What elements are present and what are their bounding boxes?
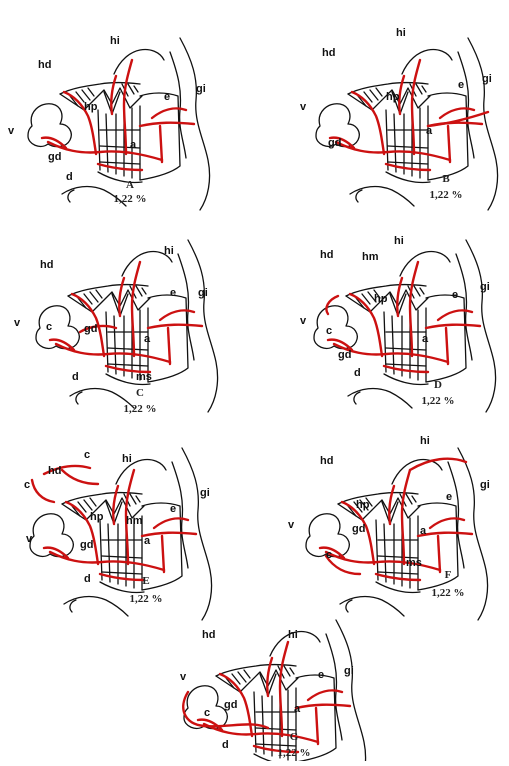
label-hd: hd	[48, 465, 61, 477]
label-d: d	[354, 367, 361, 379]
label-a: a	[420, 525, 427, 537]
label-gd: gd	[80, 539, 93, 551]
label-gi: gi	[198, 287, 208, 299]
label-hp: hp	[356, 499, 370, 511]
label-c: c	[46, 321, 52, 333]
label-e: e	[170, 287, 176, 299]
label-v: v	[26, 533, 33, 545]
label-e: e	[164, 91, 170, 103]
label-c: c	[84, 449, 90, 461]
panel-e: c hd hi c gi v hp hm gd d e a E 1,22 %	[24, 448, 212, 620]
panel-letter: A	[126, 179, 134, 191]
label-gi: gi	[480, 281, 490, 293]
panel-letter: F	[445, 569, 452, 581]
panel-g: hd hi gi v c gd d e a G 1,22 %	[180, 620, 366, 761]
label-gi: gi	[196, 83, 206, 95]
label-e: e	[170, 503, 176, 515]
label-gi: gi	[482, 73, 492, 85]
panel-percent: 1,22 %	[124, 403, 157, 415]
label-e: e	[452, 289, 458, 301]
label-hd: hd	[320, 455, 333, 467]
label-e: e	[446, 491, 452, 503]
label-e: e	[458, 79, 464, 91]
label-a: a	[426, 125, 433, 137]
panel-percent: 1,22 %	[432, 587, 465, 599]
label-hd: hd	[202, 629, 215, 641]
label-gd: gd	[328, 137, 341, 149]
label-ms: ms	[136, 371, 152, 383]
label-d: d	[72, 371, 79, 383]
label-gi: gi	[344, 665, 354, 677]
label-hp: hp	[386, 91, 400, 103]
label-gd: gd	[338, 349, 351, 361]
panel-f: hd hi gi v hp gd c e a ms F 1,22 %	[288, 435, 490, 620]
panel-percent: 1,22 %	[422, 395, 455, 407]
panel-letter: C	[136, 387, 144, 399]
panel-percent: 1,22 %	[430, 189, 463, 201]
label-a: a	[144, 535, 151, 547]
panel-c: hd hi gi v c gd d e a ms C 1,22 %	[14, 240, 218, 415]
label-v: v	[300, 101, 307, 113]
panel-b: hd hi gi v hp gd e a B 1,22 %	[300, 27, 498, 210]
label-gd: gd	[352, 523, 365, 535]
label-hd: hd	[320, 249, 333, 261]
label-gd: gd	[48, 151, 61, 163]
label-hp: hp	[374, 293, 388, 305]
label-gd: gd	[84, 323, 97, 335]
label-hi: hi	[394, 235, 404, 247]
label-a: a	[294, 703, 301, 715]
panel-d: hd hm hi gi v c hp gd d e a D 1,22 %	[300, 235, 496, 412]
label-hd: hd	[322, 47, 335, 59]
panel-letter: G	[290, 731, 299, 743]
label-hd: hd	[40, 259, 53, 271]
label-v: v	[180, 671, 187, 683]
label-c: c	[326, 325, 332, 337]
label-hp: hp	[90, 511, 104, 523]
label-e: e	[318, 669, 324, 681]
label-gd: gd	[224, 699, 237, 711]
panel-percent: 1,22 %	[278, 747, 311, 759]
label-hm: hm	[362, 251, 379, 263]
panel-a: hd hi gi v hp gd d e a A 1,22 %	[8, 35, 210, 210]
label-v: v	[300, 315, 307, 327]
label-hm: hm	[126, 515, 143, 527]
label-gi: gi	[480, 479, 490, 491]
panel-letter: B	[442, 173, 450, 185]
panel-letter: E	[142, 575, 149, 587]
label-hd: hd	[38, 59, 51, 71]
label-d: d	[66, 171, 73, 183]
label-v: v	[14, 317, 21, 329]
label-c: c	[204, 707, 210, 719]
label-d: d	[84, 573, 91, 585]
label-hi: hi	[110, 35, 120, 47]
label-d: d	[222, 739, 229, 751]
label-hi: hi	[288, 629, 298, 641]
label-v: v	[8, 125, 15, 137]
label-a: a	[422, 333, 429, 345]
label-c: c	[326, 549, 332, 561]
label-v: v	[288, 519, 295, 531]
label-ms: ms	[406, 557, 422, 569]
label-a: a	[130, 139, 137, 151]
label-a: a	[144, 333, 151, 345]
panel-letter: D	[434, 379, 442, 391]
label-hi: hi	[420, 435, 430, 447]
label-hi: hi	[122, 453, 132, 465]
label-c: c	[24, 479, 30, 491]
label-hi: hi	[396, 27, 406, 39]
label-hi: hi	[164, 245, 174, 257]
label-hp: hp	[84, 101, 98, 113]
panel-percent: 1,22 %	[130, 593, 163, 605]
panel-percent: 1,22 %	[114, 193, 147, 205]
label-gi: gi	[200, 487, 210, 499]
